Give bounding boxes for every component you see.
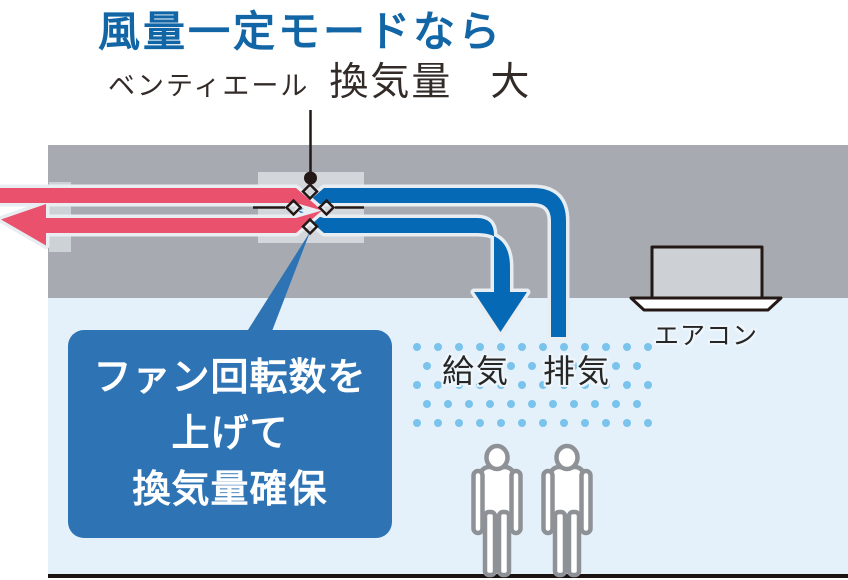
airflow-dot [423,400,431,408]
airflow-dot [602,419,610,427]
exhaust-out-arrow [0,188,322,246]
supply-pipe-arrow [298,210,527,332]
airflow-dot [560,343,568,351]
heat-exchange-markers [253,182,364,236]
airflow-dot [539,343,547,351]
airflow-dot [518,381,526,389]
airflow-dot [539,419,547,427]
aircon-label: エアコン [654,322,759,350]
airflow-dot [455,343,463,351]
airflow-dot [465,362,473,370]
floor-line [48,574,848,578]
diamond-bottom [301,217,319,236]
airflow-dot [518,343,526,351]
airflow-dot [644,343,652,351]
airflow-dot [497,381,505,389]
callout-box: ファン回転数を 上げて 換気量確保 [68,330,392,538]
airflow-dot [486,400,494,408]
leader-dot [304,171,317,185]
airflow-dot [633,400,641,408]
exhaust-air-label: 排気 [543,353,612,389]
callout-tail [234,232,310,352]
airflow-dot [570,362,578,370]
airflow-dot [444,362,452,370]
airflow-dot [560,419,568,427]
supply-air-label: 給気 [442,353,511,389]
airflow-dot [476,343,484,351]
airflow-dots [413,343,652,427]
airflow-dot [476,419,484,427]
airflow-dot [455,381,463,389]
subtitle-metric: 換気量 [329,61,453,104]
airflow-dot [486,362,494,370]
airflow-dot [423,362,431,370]
airflow-dot [413,419,421,427]
airflow-dot [497,343,505,351]
callout-line-3: 換気量確保 [132,469,328,511]
airflow-dot [633,362,641,370]
airflow-dot [644,381,652,389]
airflow-dot [602,381,610,389]
airflow-dot [476,381,484,389]
airflow-dot [560,381,568,389]
airflow-dot [465,400,473,408]
airflow-dot [644,419,652,427]
person [541,443,593,578]
airflow-dot [623,419,631,427]
callout-line-2: 上げて [171,413,289,455]
airflow-dot [413,343,421,351]
diamond-right [317,198,336,217]
airflow-dot [497,419,505,427]
page-title: 風量一定モードなら [98,8,504,55]
diamond-left [284,198,303,217]
airflow-dot [528,400,536,408]
subtitle-brand: ベンティエール [108,71,310,101]
subtitle: ベンティエール 換気量 大 [108,63,529,102]
exhaust-out-arrowhead [1,204,322,246]
people [471,443,593,578]
airflow-dot [549,400,557,408]
airflow-dot [507,362,515,370]
diamond-top [301,182,319,201]
airflow-dot [434,381,442,389]
airflow-dot [434,343,442,351]
airflow-dot [539,381,547,389]
aircon-flange [629,296,783,312]
airflow-dot [413,381,421,389]
airflow-dot [612,362,620,370]
person [471,443,523,578]
airflow-dot [581,381,589,389]
aircon-body [650,245,764,300]
exhaust-out-duct [0,188,322,211]
airflow-dot [602,343,610,351]
airflow-dot [581,419,589,427]
airflow-dot [507,400,515,408]
aircon-unit [629,245,783,312]
airflow-dot [455,419,463,427]
subtitle-value: 大 [490,61,530,104]
airflow-dot [434,419,442,427]
airflow-dot [518,419,526,427]
airflow-dot [612,400,620,408]
airflow-dot [623,343,631,351]
airflow-dot [623,381,631,389]
airflow-dot [444,400,452,408]
airflow-dot [570,400,578,408]
callout-line-1: ファン回転数を [93,357,367,399]
airflow-dot [591,400,599,408]
airflow-dot [549,362,557,370]
airflow-dot [581,343,589,351]
airflow-dot [591,362,599,370]
airflow-dot [528,362,536,370]
